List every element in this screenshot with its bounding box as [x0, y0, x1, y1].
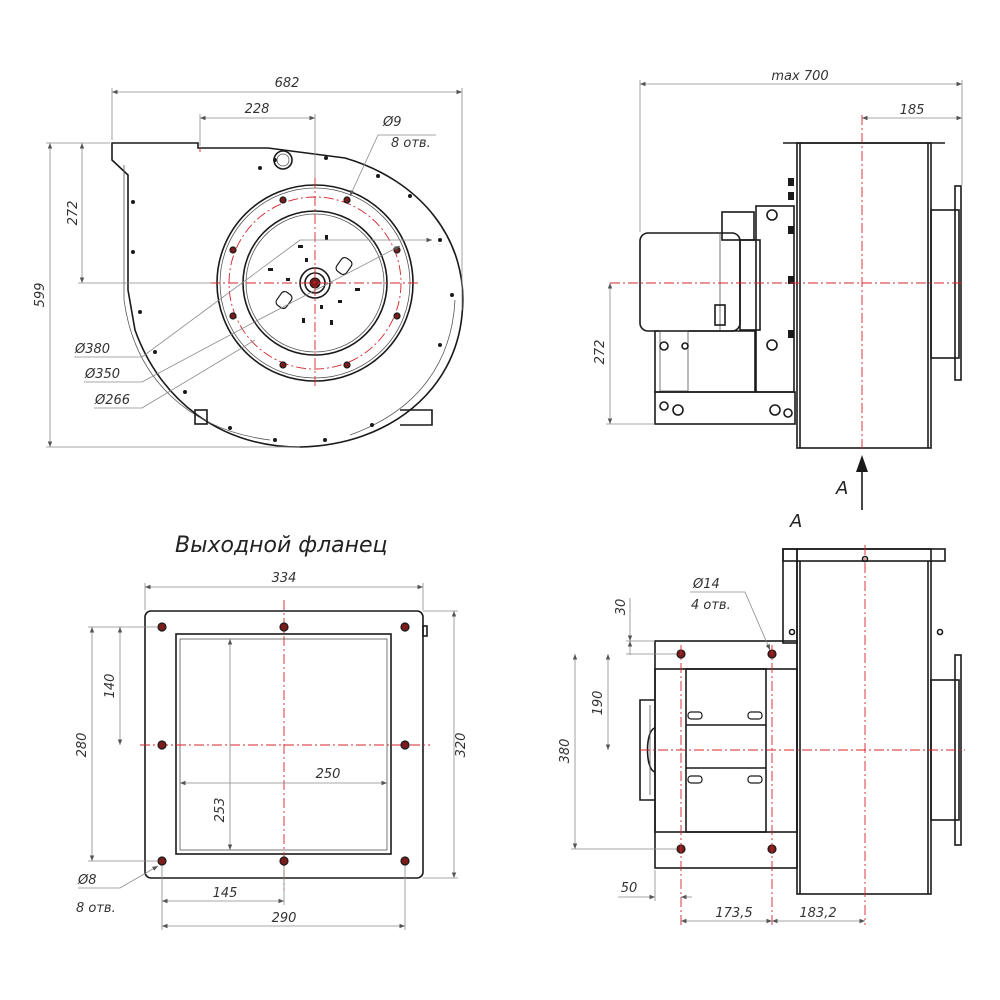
scroll-housing	[111, 142, 464, 448]
dim-width-outlet: 228	[245, 102, 270, 117]
dim-base-top-offset: 30	[614, 599, 629, 616]
housing-screws	[131, 156, 454, 442]
flange-view: 334 250 320 280 140 253 145 290 Ø8 8 отв…	[75, 571, 469, 930]
dim-flange-inner-width: 250	[316, 767, 341, 782]
view-a-arrow-label: A	[835, 478, 848, 499]
dim-height-axis: 272	[66, 201, 81, 226]
view-a-label: A	[789, 511, 802, 532]
dim-side-height-axis: 272	[593, 340, 608, 365]
dim-base-overall-height: 380	[558, 739, 573, 764]
dim-base-hole-dia: Ø14	[692, 577, 720, 592]
dim-flange-bolt-width: 290	[272, 911, 297, 926]
dim-hole-dia: Ø9	[382, 115, 402, 130]
dim-flange-outer-height: 320	[454, 733, 469, 758]
dim-height-overall: 599	[33, 283, 48, 308]
housing-side	[796, 142, 932, 449]
base-bolt-holes	[676, 649, 777, 854]
dim-width-overall: 682	[275, 76, 300, 91]
dim-base-bolt-spacing: 173,5	[715, 906, 752, 921]
dim-d350: Ø350	[84, 367, 120, 382]
dim-d380: Ø380	[74, 342, 110, 357]
side-view: A max 700 185 272	[593, 69, 965, 510]
flange-title: Выходной фланец	[175, 533, 388, 558]
dim-flange-bolt-height: 280	[75, 733, 90, 758]
dim-offset-185: 185	[900, 103, 925, 118]
flange-inner	[175, 633, 392, 855]
dim-max-width: max 700	[771, 69, 828, 84]
dim-base-bolt-height: 190	[591, 691, 606, 716]
base-view: A	[558, 511, 965, 925]
dim-base-hole-count: 4 отв.	[691, 598, 731, 613]
dim-flange-half-height: 140	[103, 674, 118, 699]
dim-flange-inner-height: 253	[213, 798, 228, 823]
flange-bolt-holes	[157, 622, 410, 866]
dim-hole-count: 8 отв.	[391, 136, 431, 151]
dim-base-left-offset: 50	[621, 881, 638, 896]
front-view: 682 228 599 272 Ø9 8 отв. Ø380 Ø350 Ø266	[33, 76, 464, 448]
dim-flange-outer-width: 334	[272, 571, 297, 586]
base-frame	[654, 640, 798, 869]
dim-d266: Ø266	[94, 393, 130, 408]
dim-flange-half-width: 145	[213, 886, 238, 901]
dim-flange-hole-count: 8 отв.	[76, 901, 116, 916]
dim-base-axis-offset: 183,2	[799, 906, 836, 921]
dim-flange-hole-dia: Ø8	[77, 873, 97, 888]
base-housing	[796, 548, 932, 895]
